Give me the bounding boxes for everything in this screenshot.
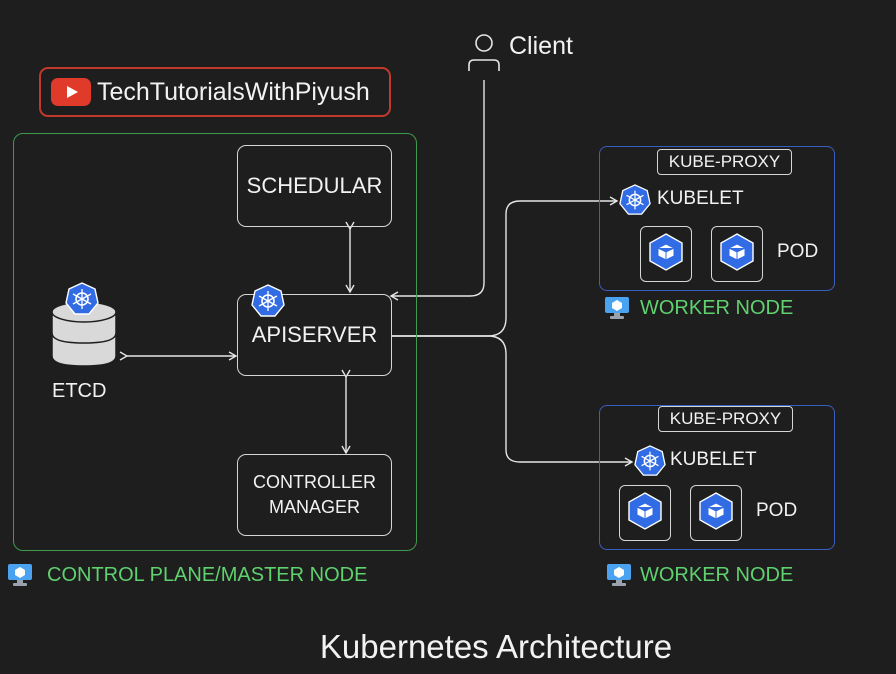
worker-node-2-label: WORKER NODE [606, 562, 793, 588]
worker-node-2-group [599, 405, 835, 550]
pod-1b [711, 226, 763, 282]
control-plane-group [13, 133, 417, 551]
pod-2-label: POD [756, 500, 798, 521]
monitor-node-icon [604, 295, 630, 321]
kubernetes-logo-icon [634, 445, 666, 477]
kubernetes-logo-icon [251, 284, 285, 318]
worker-node-1-text: WORKER NODE [640, 296, 794, 319]
channel-name: TechTutorialsWithPiyush [97, 77, 370, 106]
monitor-node-icon [7, 562, 33, 588]
youtube-logo-icon [51, 78, 91, 106]
pod-2b [690, 485, 742, 541]
kube-proxy-2: KUBE-PROXY [658, 406, 793, 432]
pod-cube-icon [697, 491, 735, 535]
pod-2a [619, 485, 671, 541]
client-apiserver-arrow [389, 80, 485, 301]
channel-badge: TechTutorialsWithPiyush [39, 67, 391, 117]
controller-manager-box: CONTROLLER MANAGER [237, 454, 392, 536]
schedular-box: SCHEDULAR [237, 145, 392, 227]
kubernetes-logo-icon [65, 282, 99, 316]
kubelet-1-label: KUBELET [657, 188, 744, 209]
monitor-node-icon [606, 562, 632, 588]
diagram-title: Kubernetes Architecture [319, 628, 673, 665]
etcd-label: ETCD [52, 380, 107, 402]
worker-node-1-label: WORKER NODE [604, 295, 793, 321]
kube-proxy-1: KUBE-PROXY [657, 149, 792, 175]
control-plane-text: CONTROL PLANE/MASTER NODE [47, 563, 368, 586]
apiserver-worker1-arrow [392, 196, 619, 337]
client-label: Client [509, 32, 573, 60]
pod-1-label: POD [777, 241, 819, 262]
control-plane-label: CONTROL PLANE/MASTER NODE [7, 561, 367, 589]
kube-proxy-2-label: KUBE-PROXY [669, 409, 782, 428]
apiserver-label: APISERVER [251, 322, 378, 347]
apiserver-box: APISERVER [237, 294, 392, 376]
schedular-label: SCHEDULAR [246, 173, 383, 198]
controller-label-line2: MANAGER [268, 497, 360, 517]
user-icon [466, 32, 502, 74]
client: Client [466, 32, 606, 76]
worker-node-1-group [599, 146, 835, 291]
kubelet-2-label: KUBELET [670, 449, 757, 470]
pod-1a [640, 226, 692, 282]
kubernetes-logo-icon [619, 184, 651, 216]
apiserver-worker2-arrow [392, 335, 634, 467]
pod-cube-icon [647, 232, 685, 276]
kube-proxy-1-label: KUBE-PROXY [668, 152, 781, 171]
pod-cube-icon [626, 491, 664, 535]
controller-label-line1: CONTROLLER [252, 472, 377, 492]
etcd-database: ETCD [45, 282, 123, 404]
pod-cube-icon [718, 232, 756, 276]
worker-node-2-text: WORKER NODE [640, 563, 794, 586]
